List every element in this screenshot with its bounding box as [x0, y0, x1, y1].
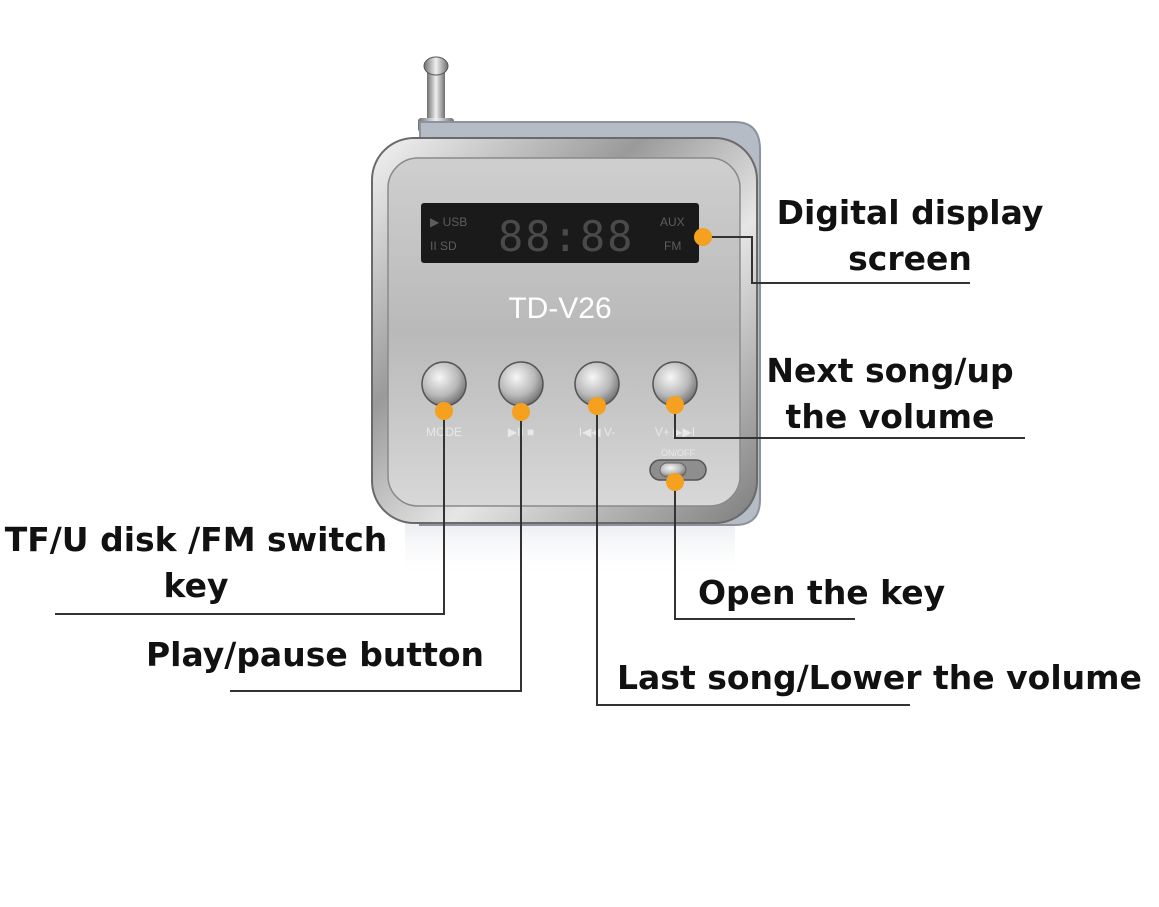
callout-mode-switch-line2: key [163, 566, 229, 605]
callout-display-screen-line1: Digital display [776, 193, 1044, 232]
marker-mode [435, 402, 453, 420]
leader-line-open [674, 482, 855, 620]
speaker-reflection [405, 510, 735, 580]
display-indicator-usb: ▶ USB [430, 215, 467, 229]
marker-last [588, 397, 606, 415]
digital-display [421, 203, 699, 263]
display-indicator-aux: AUX [660, 215, 685, 229]
callout-display-screen-line2: screen [848, 239, 972, 278]
callout-last-song: Last song/Lower the volume [617, 658, 1142, 697]
callout-mode-switch: TF/U disk /FM switch key [0, 517, 392, 609]
leader-line-play [230, 412, 522, 692]
callout-next-song: Next song/up the volume [745, 348, 1035, 440]
callout-next-song-line1: Next song/up [766, 351, 1014, 390]
marker-open [666, 473, 684, 491]
model-name: TD-V26 [508, 292, 611, 325]
callout-play-pause: Play/pause button [146, 635, 485, 674]
callout-markers [435, 228, 712, 491]
leader-line-mode [55, 410, 445, 615]
leader-line-last [596, 406, 910, 706]
marker-play [512, 403, 530, 421]
mode-button[interactable] [421, 361, 467, 407]
display-digits: 88:88 [498, 212, 634, 261]
callout-mode-switch-line1: TF/U disk /FM switch [4, 520, 388, 559]
callout-next-song-line2: the volume [785, 397, 995, 436]
marker-next [666, 396, 684, 414]
play-pause-button[interactable] [498, 361, 544, 407]
display-indicator-fm: FM [664, 239, 681, 253]
power-switch-label: ON/OFF [661, 448, 695, 458]
callout-open-key: Open the key [698, 573, 946, 612]
leader-line-display [703, 236, 970, 284]
leader-line-next [674, 406, 1025, 439]
display-indicator-sd: II SD [430, 239, 457, 253]
marker-display [694, 228, 712, 246]
leader-lines [55, 236, 1025, 706]
power-switch[interactable] [649, 459, 707, 481]
callout-display-screen: Digital display screen [770, 190, 1050, 282]
antenna [418, 56, 454, 132]
